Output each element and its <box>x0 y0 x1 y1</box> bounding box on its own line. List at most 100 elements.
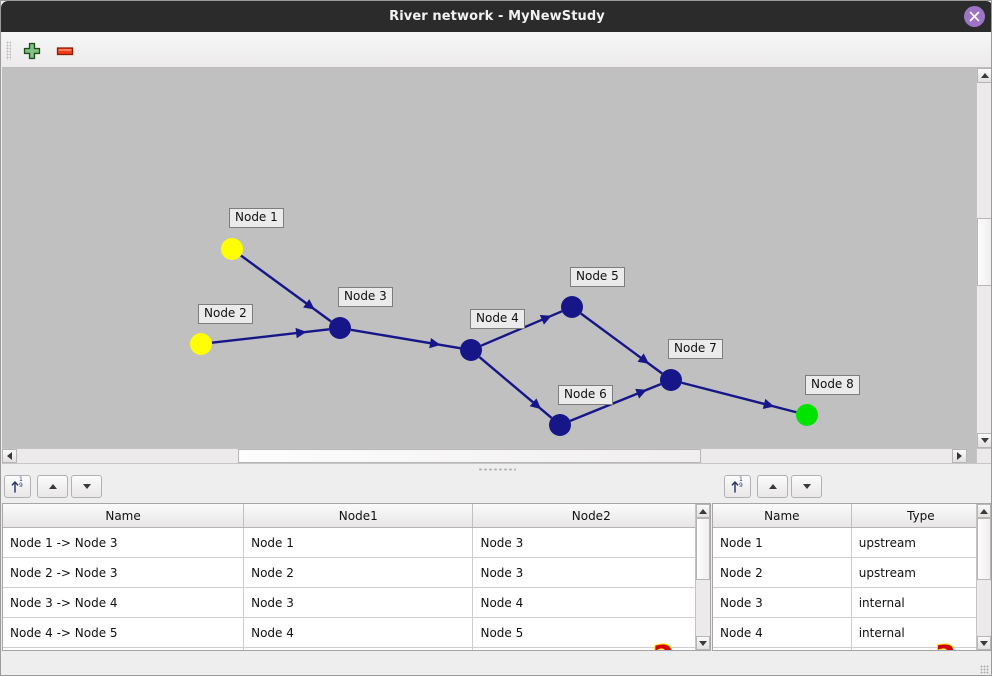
graph-edge[interactable] <box>211 328 330 344</box>
reaches-move-down-button[interactable] <box>71 475 102 498</box>
graph-edge[interactable] <box>681 381 797 414</box>
nodes-scroll-down-button[interactable] <box>977 636 991 650</box>
edge-arrow-icon <box>635 388 647 399</box>
reaches-scroll-up-button[interactable] <box>696 504 710 518</box>
table-cell[interactable]: upstream <box>851 527 991 558</box>
reaches-move-up-button[interactable] <box>37 475 68 498</box>
scroll-left-button[interactable] <box>2 449 17 463</box>
scroll-down-button[interactable] <box>977 433 991 448</box>
graph-node-label[interactable]: Node 3 <box>338 287 393 307</box>
table-cell[interactable]: Node 4 -> Node 5 <box>3 617 245 648</box>
close-button[interactable] <box>964 6 985 27</box>
nodes-move-up-button[interactable] <box>757 475 788 498</box>
edge-arrow-icon <box>539 315 552 325</box>
table-cell[interactable]: internal <box>851 617 991 648</box>
graph-edge[interactable] <box>350 328 461 350</box>
annotation-2: 2 <box>652 642 675 651</box>
graph-node[interactable] <box>190 333 212 355</box>
delete-node-button[interactable] <box>54 40 76 62</box>
column-header[interactable]: Node1 <box>243 504 474 528</box>
graph-node-label[interactable]: Node 2 <box>198 304 253 324</box>
reaches-vscroll-thumb[interactable] <box>696 518 710 580</box>
add-node-button[interactable] <box>21 40 43 62</box>
table-cell[interactable]: Node 3 <box>713 587 852 618</box>
splitter-handle[interactable] <box>478 468 516 471</box>
nodes-vscroll-thumb[interactable] <box>977 518 991 580</box>
table-cell[interactable]: Node 1 -> Node 3 <box>3 527 245 558</box>
graph-node-label[interactable]: Node 7 <box>668 339 723 359</box>
table-cell[interactable]: Node 1 <box>713 527 852 558</box>
graph-node[interactable] <box>329 317 351 339</box>
table-cell[interactable]: upstream <box>851 557 991 588</box>
canvas-hscroll-thumb[interactable] <box>238 449 701 463</box>
nodes-move-down-button[interactable] <box>791 475 822 498</box>
table-cell[interactable] <box>3 647 245 650</box>
column-header[interactable]: Type <box>851 504 991 528</box>
table-cell[interactable]: Node 3 -> Node 4 <box>3 587 245 618</box>
table-cell[interactable]: internal <box>851 587 991 618</box>
table-cell[interactable] <box>243 647 474 650</box>
graph-view[interactable]: Node 1 Node 2 Node 3 Node 4 Node 5 Node 6 Node… <box>2 68 991 463</box>
table-cell[interactable]: Node 4 <box>243 617 474 648</box>
table-cell[interactable]: Node 1 <box>243 527 474 558</box>
graph-node-label[interactable]: Node 6 <box>558 385 613 405</box>
reaches-scroll-down-button[interactable] <box>696 636 710 650</box>
graph-node[interactable] <box>561 296 583 318</box>
canvas-vertical-scrollbar[interactable] <box>976 68 991 448</box>
table-cell[interactable]: Node 3 <box>472 527 710 558</box>
table-cell[interactable]: Node 4 <box>472 587 710 618</box>
graph-node-label[interactable]: Node 5 <box>570 267 625 287</box>
canvas-horizontal-scrollbar[interactable] <box>2 448 967 463</box>
table-cell[interactable]: Node 2 <box>243 557 474 588</box>
table-cell[interactable] <box>713 647 852 650</box>
toolbar-grip[interactable] <box>6 41 11 60</box>
graph-node-label[interactable]: Node 8 <box>805 375 860 395</box>
horizontal-splitter[interactable] <box>2 463 991 474</box>
reaches-vertical-scrollbar[interactable] <box>695 504 710 650</box>
table-cell[interactable]: Node 3 <box>472 557 710 588</box>
nodes-scroll-up-button[interactable] <box>977 504 991 518</box>
graph-node[interactable] <box>221 238 243 260</box>
resize-grip[interactable] <box>980 665 989 674</box>
table-cell[interactable]: Node 2 -> Node 3 <box>3 557 245 588</box>
graph-edge[interactable] <box>580 312 663 375</box>
column-header[interactable]: Node2 <box>472 504 710 528</box>
graph-edge[interactable] <box>240 254 332 323</box>
table-cell[interactable]: Node 3 <box>243 587 474 618</box>
graph-canvas[interactable]: Node 1 Node 2 Node 3 Node 4 Node 5 Node 6 Node… <box>2 68 967 448</box>
graph-node[interactable] <box>660 369 682 391</box>
scroll-right-button[interactable] <box>952 449 967 463</box>
graph-node[interactable] <box>460 339 482 361</box>
graph-node-label[interactable]: Node 1 <box>229 208 284 228</box>
table-cell[interactable]: Node 4 <box>713 617 852 648</box>
graph-node-label[interactable]: Node 4 <box>470 309 525 329</box>
graph-node[interactable] <box>796 404 818 426</box>
nodes-vertical-scrollbar[interactable] <box>976 504 991 650</box>
column-header[interactable]: Name <box>713 504 852 528</box>
table-cell[interactable]: Node 5 <box>472 617 710 648</box>
canvas-vscroll-thumb[interactable] <box>977 218 991 286</box>
table-cell[interactable]: Node 2 <box>713 557 852 588</box>
graph-node[interactable] <box>549 414 571 436</box>
scroll-up-button[interactable] <box>977 68 991 83</box>
column-header[interactable]: Name <box>3 504 245 528</box>
chevron-down-icon <box>699 640 707 646</box>
